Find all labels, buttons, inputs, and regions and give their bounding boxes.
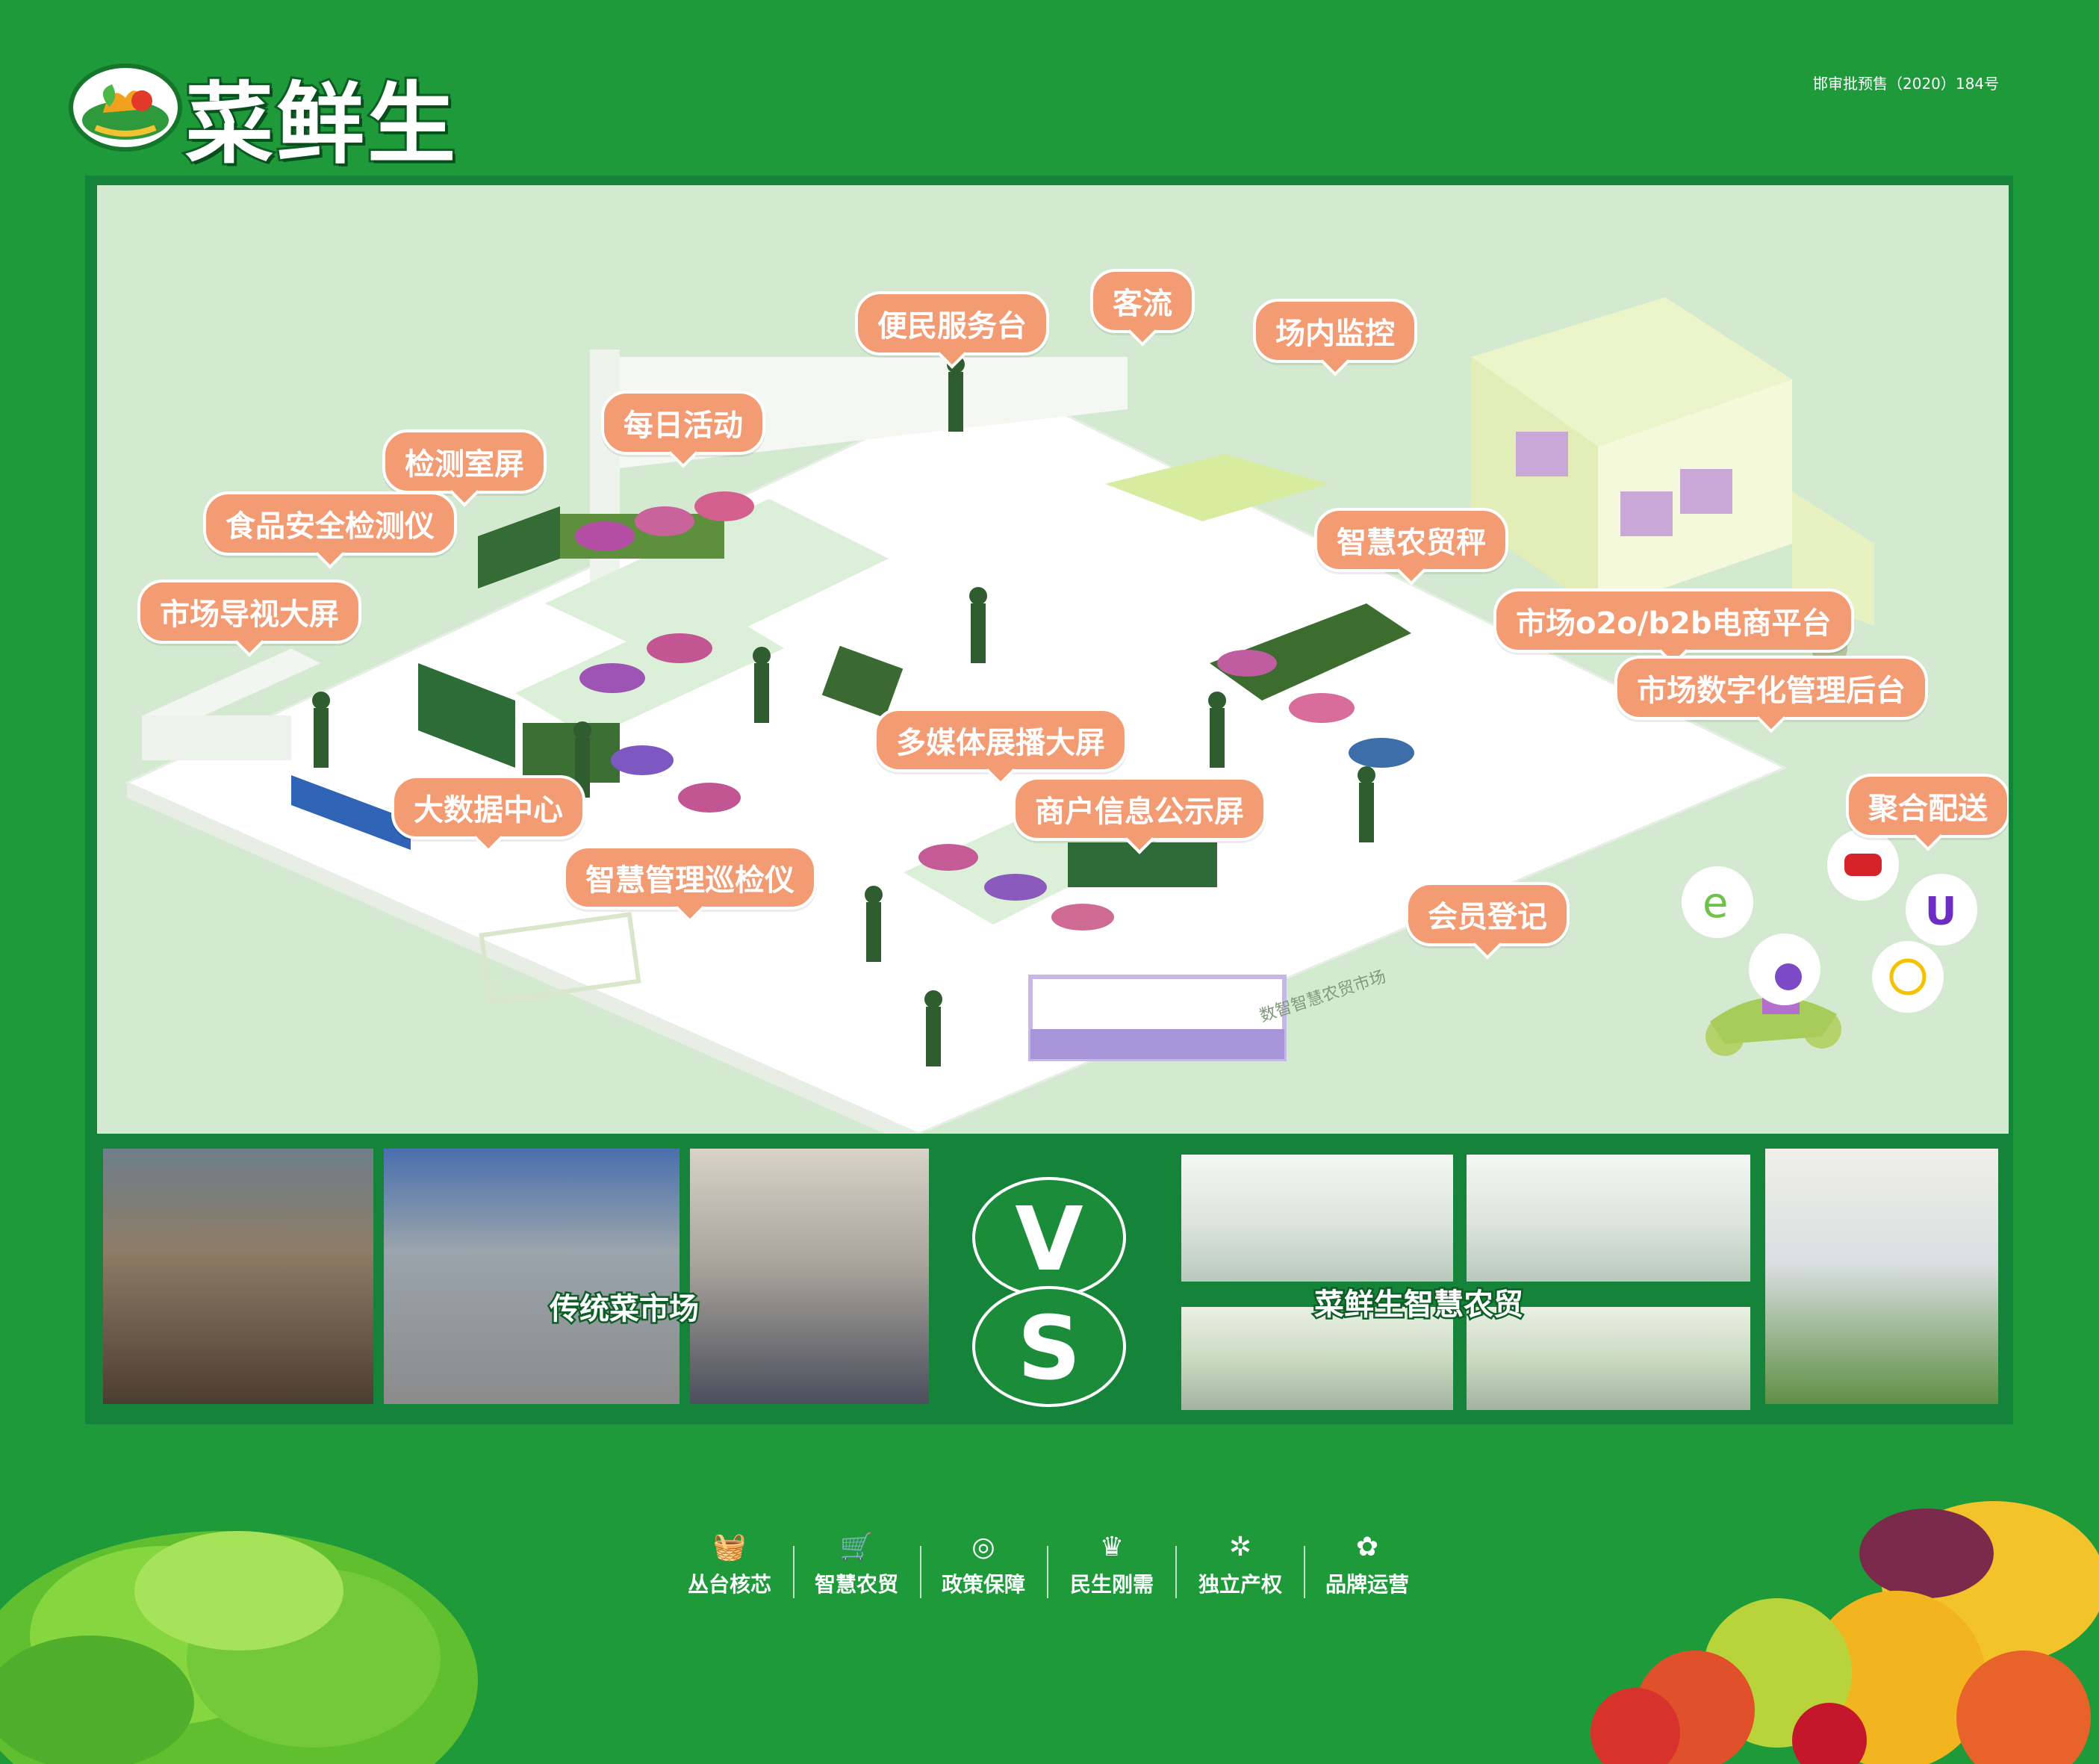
smart-market-map: e U 数智智慧农贸市场 便民服务台 客流 场内监控 每日活动 检测室屏 食品安… <box>97 185 2009 1134</box>
callout-member: 会员登记 <box>1405 882 1570 946</box>
delivery-truck <box>1471 297 1874 666</box>
callout-traffic: 客流 <box>1090 269 1195 333</box>
callout-smart-scale: 智慧农贸秤 <box>1314 508 1508 572</box>
photo-smart-2 <box>1467 1155 1750 1282</box>
photo-traditional-1 <box>103 1149 373 1404</box>
callout-food-test: 食品安全检测仪 <box>203 491 457 556</box>
traditional-market-label: 传统菜市场 <box>548 1291 701 1329</box>
callout-o2o-platform: 市场o2o/b2b电商平台 <box>1493 588 1854 653</box>
photo-smart-3 <box>1181 1307 1453 1410</box>
photo-smart-1 <box>1181 1155 1453 1282</box>
fruit-decoration <box>1590 1501 2099 1764</box>
logo-vegetable-icon <box>69 63 182 152</box>
photo-smart-scale <box>1765 1149 1998 1404</box>
permit-number: 邯审批预售（2020）184号 <box>1813 75 2000 93</box>
svg-text:U: U <box>1925 889 1956 934</box>
callout-service-desk: 便民服务台 <box>855 291 1049 355</box>
cart-icon: 🛒 <box>839 1532 874 1562</box>
basket-icon: 🧺 <box>712 1532 747 1562</box>
lettuce-decoration <box>0 1531 478 1764</box>
svg-text:e: e <box>1702 879 1728 928</box>
callout-monitor: 场内监控 <box>1253 299 1417 363</box>
callout-merchant-info: 商户信息公示屏 <box>1013 777 1266 841</box>
pinwheel-icon: ✲ <box>1228 1532 1252 1562</box>
callout-guide-screen: 市场导视大屏 <box>137 580 361 644</box>
brand-name: 菜鲜生 <box>183 70 459 178</box>
crown-icon: ♛ <box>1099 1532 1125 1562</box>
photo-traditional-2 <box>384 1149 680 1404</box>
callout-daily-activity: 每日活动 <box>601 391 765 455</box>
comparison-strip: 传统菜市场 V S 菜鲜生智慧农贸 <box>97 1143 2009 1419</box>
callout-patrol: 智慧管理巡检仪 <box>563 845 817 910</box>
callout-big-data: 大数据中心 <box>391 775 585 839</box>
callout-media-screen: 多媒体展播大屏 <box>874 708 1128 772</box>
feature-policy: ◎ 政策保障 <box>927 1532 1039 1598</box>
feature-property: ✲ 独立产权 <box>1184 1532 1296 1598</box>
feature-smart: 🛒 智慧农贸 <box>800 1532 912 1598</box>
feature-brand: ✿ 品牌运营 <box>1311 1532 1423 1598</box>
callout-delivery: 聚合配送 <box>1846 774 2009 838</box>
photo-smart-4 <box>1467 1307 1750 1410</box>
vs-v: V <box>972 1177 1126 1298</box>
callout-lab-screen: 检测室屏 <box>382 429 547 494</box>
feature-need: ♛ 民生刚需 <box>1056 1532 1168 1598</box>
vs-s: S <box>972 1286 1126 1407</box>
feature-core: 🧺 丛台核芯 <box>674 1532 786 1598</box>
stall-group <box>515 491 1414 931</box>
callout-backend: 市场数字化管理后台 <box>1614 656 1928 720</box>
smart-market-label: 菜鲜生智慧农贸 <box>1313 1286 1526 1324</box>
flower-icon: ✿ <box>1355 1532 1379 1562</box>
photo-traditional-3 <box>690 1149 929 1404</box>
seal-icon: ◎ <box>971 1532 995 1562</box>
